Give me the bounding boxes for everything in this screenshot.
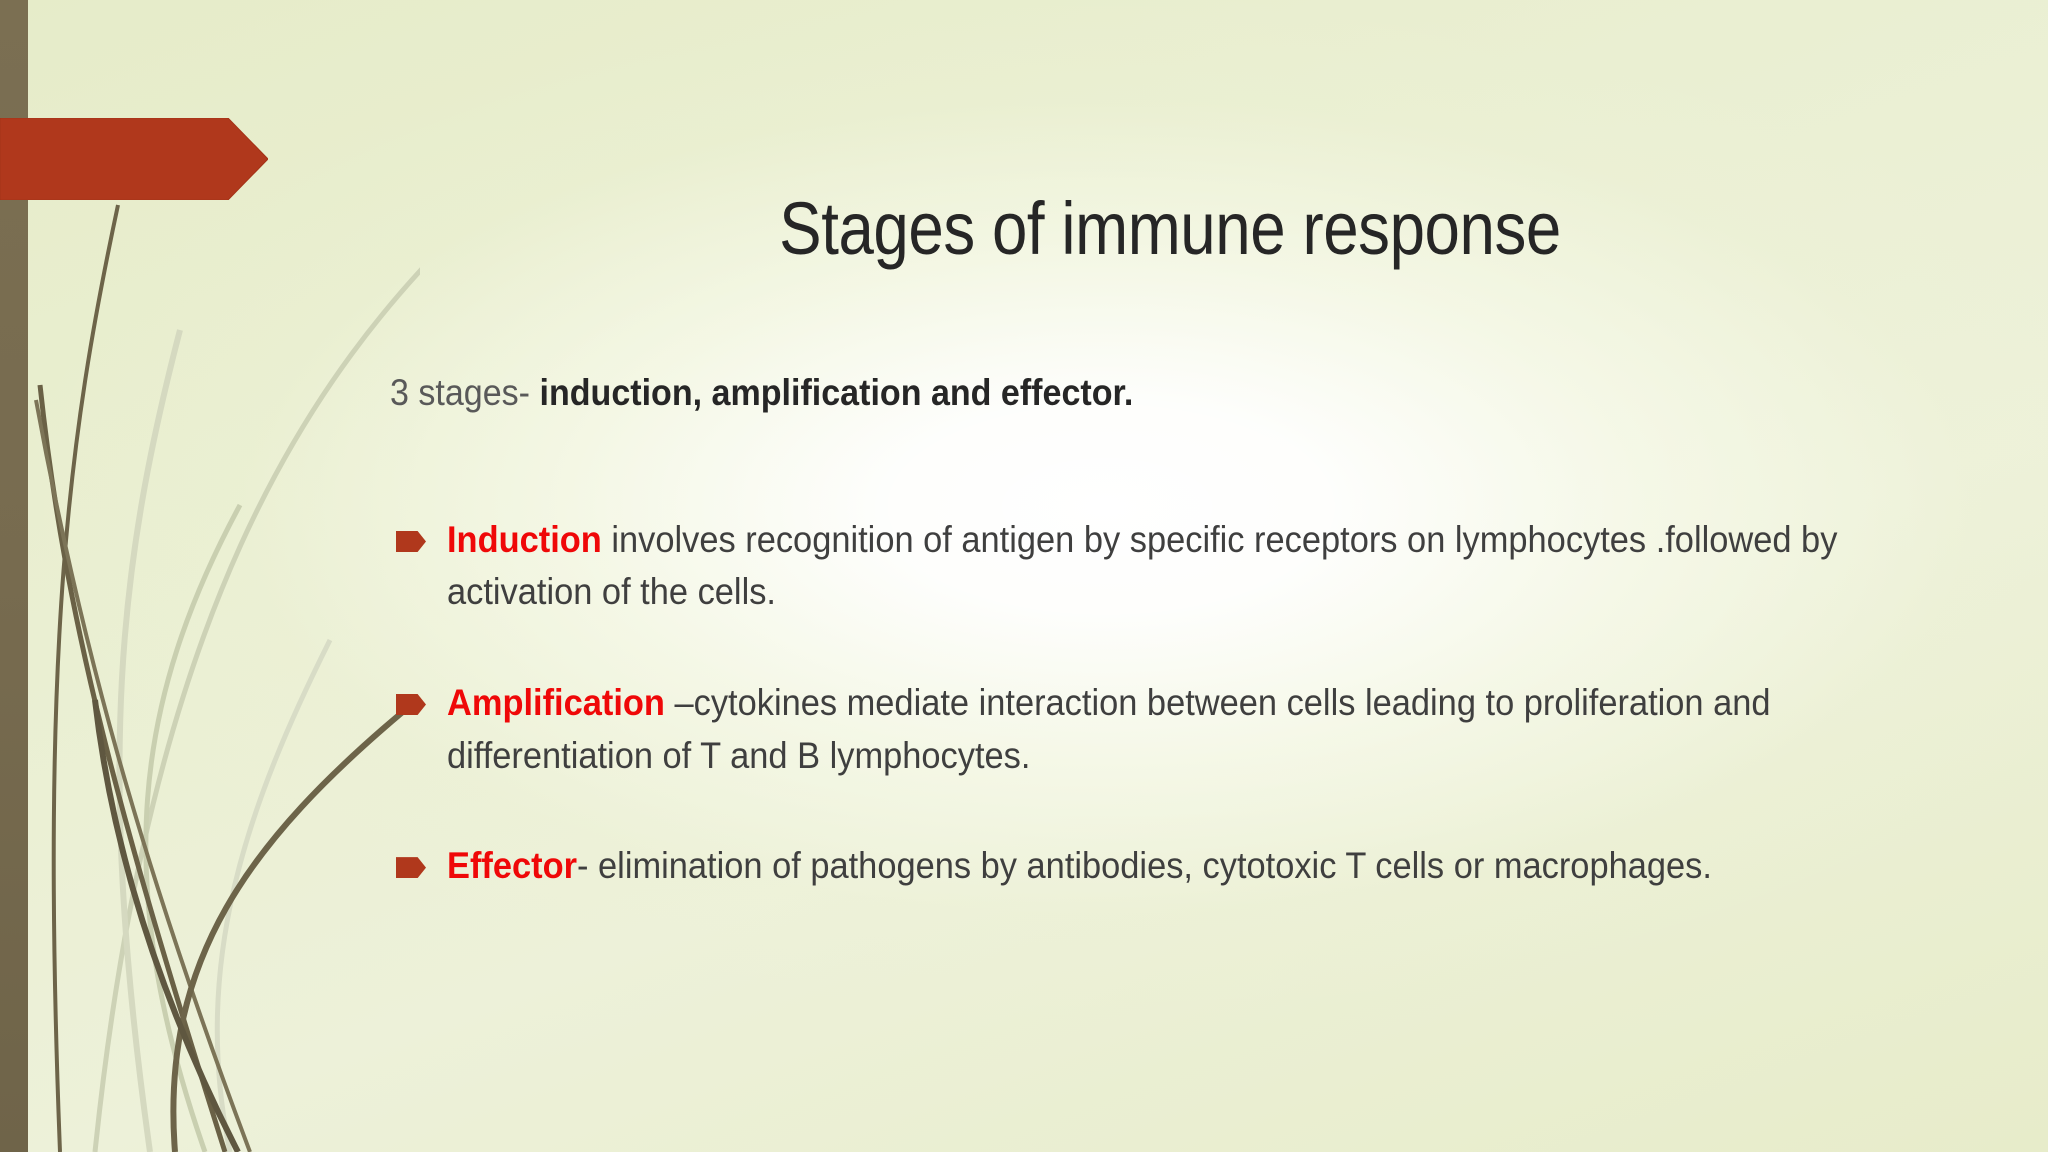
bullet-text: Amplification –cytokines mediate interac… <box>447 677 1910 782</box>
lead-prefix: 3 stages- <box>390 372 540 413</box>
bullet-keyword: Induction <box>447 518 602 560</box>
bullet-text: Induction involves recognition of antige… <box>447 514 1910 619</box>
bullet-text: Effector- elimination of pathogens by an… <box>447 840 1910 893</box>
bullet-rest: involves recognition of antigen by speci… <box>447 518 1838 613</box>
pennant-bullet-icon <box>396 857 426 879</box>
bullet-item-effector: Effector- elimination of pathogens by an… <box>390 840 1910 893</box>
bullet-item-amplification: Amplification –cytokines mediate interac… <box>390 677 1910 782</box>
slide-body: 3 stages- induction, amplification and e… <box>390 368 1910 893</box>
pennant-bullet-icon <box>396 530 426 552</box>
pennant-bullet-icon <box>396 694 426 715</box>
bullet-rest: - elimination of pathogens by antibodies… <box>577 845 1712 887</box>
red-chevron-banner <box>0 118 268 200</box>
bullet-item-induction: Induction involves recognition of antige… <box>390 514 1910 619</box>
bullet-rest: –cytokines mediate interaction between c… <box>447 682 1771 776</box>
bullet-keyword: Amplification <box>447 682 665 723</box>
slide-title: Stages of immune response <box>779 186 1561 270</box>
bullet-list: Induction involves recognition of antige… <box>390 514 1910 893</box>
lead-line: 3 stages- induction, amplification and e… <box>390 368 1788 418</box>
lead-emphasis: induction, amplification and effector. <box>539 372 1134 413</box>
bullet-keyword: Effector <box>447 845 578 887</box>
